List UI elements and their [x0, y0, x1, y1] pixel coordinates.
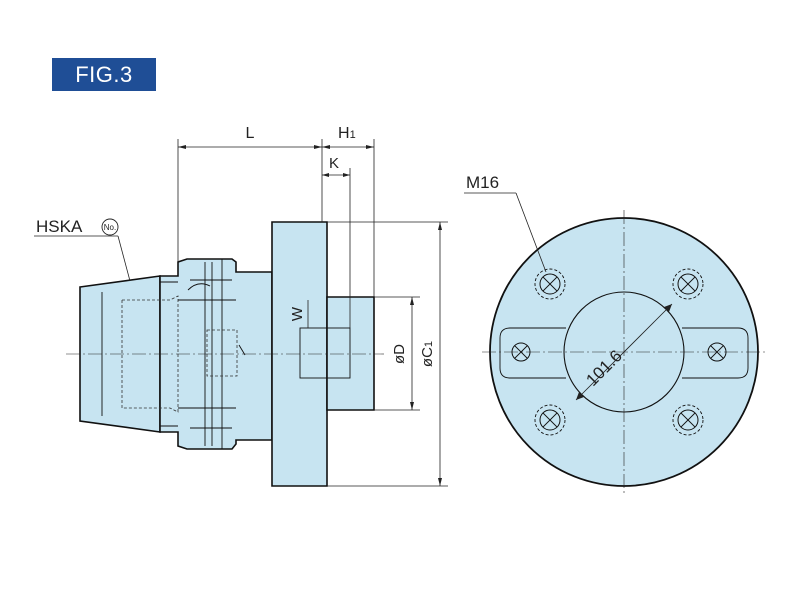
pcd-dimension-line	[575, 303, 673, 401]
key-pin-hole-left	[511, 342, 531, 362]
right-key-ear	[682, 327, 749, 379]
internal-details	[101, 259, 246, 449]
hska-leader-line	[117, 235, 131, 282]
front-spigot	[326, 296, 375, 411]
side-view	[66, 221, 384, 487]
key-pin-hole-right	[707, 342, 727, 362]
dimensions: L H1 K W øD øC1 HSKA N	[34, 125, 448, 487]
dim-label-l: L	[246, 125, 255, 142]
hska-label: HSKA	[36, 217, 83, 236]
figure-title-badge: FIG.3	[52, 58, 156, 91]
front-view: 101.6 M16	[464, 173, 766, 494]
left-key-ear	[499, 327, 566, 379]
tapped-hole-bottom-right	[672, 404, 704, 436]
hska-number-marker	[101, 218, 119, 236]
tapped-hole-bottom-left	[534, 404, 566, 436]
key-slot	[299, 327, 351, 379]
dim-label-d: øD	[391, 344, 408, 364]
dim-label-k: K	[329, 155, 339, 172]
hska-number-label: No.	[104, 223, 116, 232]
tapped-hole-top-left	[534, 268, 566, 300]
tapped-hole-top-right	[672, 268, 704, 300]
thread-leader-line	[515, 192, 547, 273]
dim-label-h1: H1	[338, 125, 356, 142]
dim-label-c1: øC1	[419, 341, 436, 367]
thread-label: M16	[466, 173, 499, 192]
dim-label-w: W	[289, 306, 306, 321]
